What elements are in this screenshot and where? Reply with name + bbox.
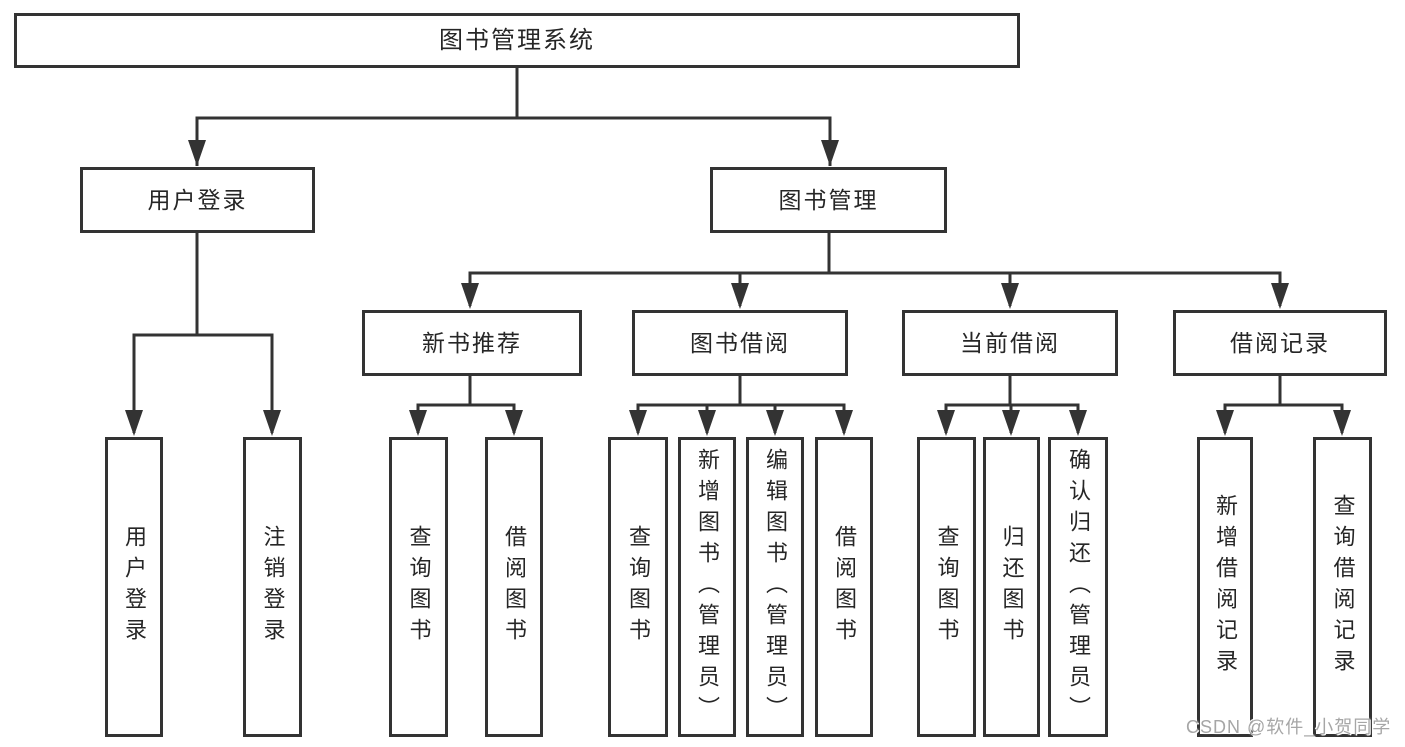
- leaf-add-book-admin-label: 新增图书（管理员）: [695, 447, 720, 727]
- leaf-borrow-book: 借阅图书: [815, 437, 873, 737]
- leaf-confirm-return-admin: 确认归还（管理员）: [1048, 437, 1108, 737]
- node-borrow-records-label: 借阅记录: [1230, 329, 1330, 356]
- leaf-add-book-admin: 新增图书（管理员）: [678, 437, 736, 737]
- node-new-book-recommend-label: 新书推荐: [422, 329, 522, 356]
- node-book-management-label: 图书管理: [778, 186, 879, 213]
- connector: [636, 403, 846, 433]
- leaf-return-book-label: 归还图书: [999, 525, 1025, 649]
- node-root-label: 图书管理系统: [439, 26, 595, 54]
- arrowhead: [1333, 410, 1351, 436]
- leaf-add-borrow-record: 新增借阅记录: [1197, 437, 1253, 737]
- arrowhead: [505, 410, 523, 436]
- arrowhead: [821, 140, 839, 166]
- arrowhead: [1069, 410, 1087, 436]
- arrowhead: [731, 283, 749, 309]
- node-book-management: 图书管理: [710, 167, 947, 233]
- node-book-borrow-label: 图书借阅: [690, 329, 790, 356]
- leaf-user-login: 用户登录: [105, 437, 163, 737]
- arrowhead: [409, 410, 427, 436]
- arrowhead: [629, 410, 647, 436]
- connector: [416, 403, 516, 433]
- leaf-logout-label: 注销登录: [260, 525, 286, 649]
- arrowhead: [1271, 283, 1289, 309]
- leaf-borrow-book-label: 借阅图书: [832, 525, 857, 649]
- arrowhead: [835, 410, 853, 436]
- arrowhead: [1002, 410, 1020, 436]
- node-current-borrow-label: 当前借阅: [960, 329, 1060, 356]
- arrowhead: [766, 410, 784, 436]
- leaf-borrow-book-recommend-label: 借阅图书: [502, 525, 527, 649]
- node-user-login-label: 用户登录: [147, 186, 248, 213]
- leaf-query-book-recommend: 查询图书: [389, 437, 448, 737]
- node-new-book-recommend: 新书推荐: [362, 310, 582, 376]
- leaf-query-borrow-record: 查询借阅记录: [1313, 437, 1372, 737]
- node-borrow-records: 借阅记录: [1173, 310, 1387, 376]
- leaf-logout: 注销登录: [243, 437, 302, 737]
- connector: [1223, 403, 1344, 433]
- leaf-query-book-current-label: 查询图书: [934, 525, 960, 649]
- connector: [468, 233, 1282, 306]
- leaf-add-borrow-record-label: 新增借阅记录: [1213, 494, 1238, 680]
- leaf-edit-book-admin-label: 编辑图书（管理员）: [763, 447, 788, 727]
- leaf-query-borrow-record-label: 查询借阅记录: [1330, 494, 1356, 680]
- arrowhead: [188, 140, 206, 166]
- leaf-borrow-book-recommend: 借阅图书: [485, 437, 543, 737]
- leaf-query-book-current: 查询图书: [917, 437, 976, 737]
- arrowhead: [263, 410, 281, 436]
- node-current-borrow: 当前借阅: [902, 310, 1118, 376]
- connector: [195, 68, 832, 166]
- leaf-query-book-borrow: 查询图书: [608, 437, 668, 737]
- connector: [132, 233, 274, 433]
- node-root: 图书管理系统: [14, 13, 1020, 68]
- arrowhead: [937, 410, 955, 436]
- leaf-query-book-borrow-label: 查询图书: [626, 525, 651, 649]
- leaf-return-book: 归还图书: [983, 437, 1040, 737]
- watermark-text: CSDN @软件_小贺同学: [1186, 717, 1392, 737]
- node-book-borrow: 图书借阅: [632, 310, 848, 376]
- connectors-group: [125, 68, 1351, 436]
- arrowhead: [1216, 410, 1234, 436]
- arrowhead: [698, 410, 716, 436]
- leaf-user-login-label: 用户登录: [122, 525, 147, 649]
- node-user-login: 用户登录: [80, 167, 315, 233]
- leaf-confirm-return-admin-label: 确认归还（管理员）: [1066, 447, 1091, 727]
- arrowhead: [461, 283, 479, 309]
- connector: [468, 376, 1282, 405]
- arrowhead: [1001, 283, 1019, 309]
- leaf-query-book-recommend-label: 查询图书: [406, 525, 432, 649]
- arrowhead: [125, 410, 143, 436]
- leaf-edit-book-admin: 编辑图书（管理员）: [746, 437, 804, 737]
